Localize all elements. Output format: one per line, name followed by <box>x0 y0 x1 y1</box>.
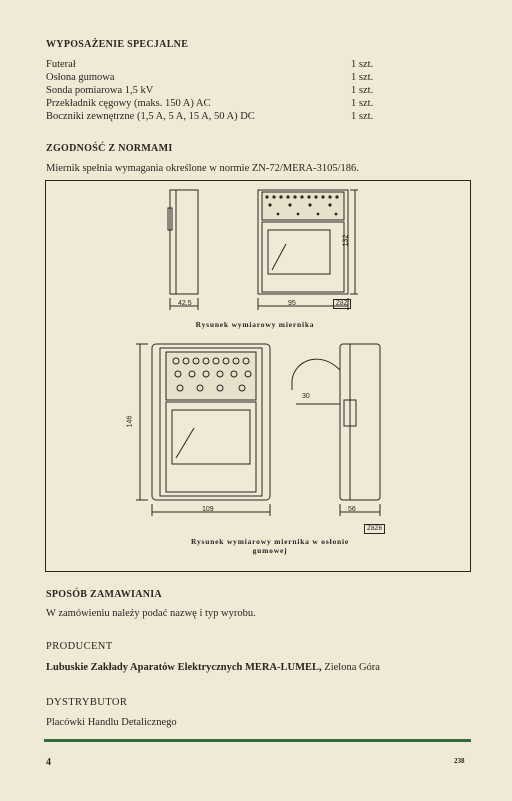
item-name: Przekładnik cęgowy (maks. 150 A) AC <box>46 98 211 109</box>
item-name: Osłona gumowa <box>46 72 115 83</box>
item-name: Futerał <box>46 59 76 70</box>
producer-line: Lubuskie Zakłady Aparatów Elektrycznych … <box>46 662 380 673</box>
dim-height-2: 146 <box>126 415 134 428</box>
distributor-title: DYSTRYBUTOR <box>46 697 128 708</box>
norms-title: ZGODNOŚĆ Z NORMAMI <box>46 143 173 154</box>
producer-city: Zielona Góra <box>321 662 380 673</box>
drawing-caption-2: Rysunek wymiarowy miernika w osłonie gum… <box>150 537 390 555</box>
item-name: Sonda pomiarowa 1,5 kV <box>46 85 154 96</box>
dim-height-1: 132 <box>342 234 350 247</box>
list-item: Boczniki zewnętrzne (1,5 A, 5 A, 15 A, 5… <box>46 111 386 124</box>
spec-title: WYPOSAŻENIE SPECJALNE <box>46 39 189 50</box>
caption-line: Rysunek wymiarowy miernika w osłonie <box>191 537 349 546</box>
drawing-code-1: Z8Z <box>333 299 351 309</box>
dim-probe-2: 30 <box>302 393 310 400</box>
dim-depth-1: 42,5 <box>178 300 192 307</box>
order-title: SPOSÓB ZAMAWIANIA <box>46 589 162 600</box>
item-qty: 1 szt. <box>351 72 374 83</box>
page-number-left: 4 <box>46 757 51 768</box>
dim-width-2: 109 <box>202 506 214 513</box>
footer-rule <box>44 739 471 742</box>
producer-title: PRODUCENT <box>46 641 113 652</box>
meter-dimension-drawing <box>160 186 360 316</box>
caption-line: gumowej <box>252 546 288 555</box>
meter-cover-dimension-drawing <box>120 340 390 520</box>
order-text: W zamówieniu należy podać nazwę i typ wy… <box>46 608 256 619</box>
list-item: Osłona gumowa 1 szt. <box>46 72 386 85</box>
drawing-code-2: Z8Z6 <box>364 524 386 534</box>
page-number-right: 238 <box>454 757 465 765</box>
item-name: Boczniki zewnętrzne (1,5 A, 5 A, 15 A, 5… <box>46 111 255 122</box>
drawing-caption-1: Rysunek wymiarowy miernika <box>195 320 315 329</box>
list-item: Futerał 1 szt. <box>46 59 386 72</box>
item-qty: 1 szt. <box>351 98 374 109</box>
list-item: Przekładnik cęgowy (maks. 150 A) AC 1 sz… <box>46 98 386 111</box>
item-qty: 1 szt. <box>351 85 374 96</box>
item-qty: 1 szt. <box>351 111 374 122</box>
producer-name: Lubuskie Zakłady Aparatów Elektrycznych … <box>46 662 322 673</box>
dim-width-1: 95 <box>288 300 296 307</box>
dim-depth-2: 56 <box>348 506 356 513</box>
distributor-text: Placówki Handlu Detalicznego <box>46 717 177 728</box>
norms-text: Miernik spełnia wymagania określone w no… <box>46 163 359 174</box>
drawing-frame <box>45 180 471 572</box>
item-qty: 1 szt. <box>351 59 374 70</box>
list-item: Sonda pomiarowa 1,5 kV 1 szt. <box>46 85 386 98</box>
